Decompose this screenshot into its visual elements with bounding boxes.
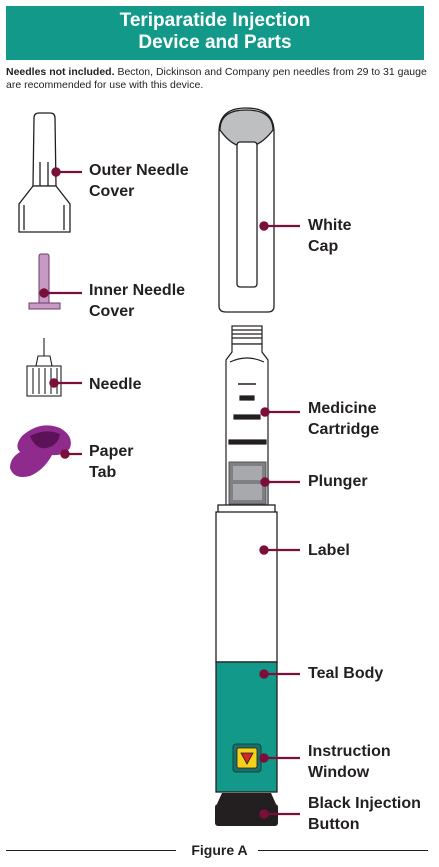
figure-caption-text: Figure A [191, 842, 248, 858]
paper-tab-illustration [10, 425, 71, 477]
label-plunger: Plunger [308, 471, 368, 492]
label-needle-line-1: Needle [89, 376, 142, 393]
label-label-line-1: Label [308, 542, 350, 559]
plunger-illustration [228, 461, 267, 505]
title-line-2: Device and Parts [138, 32, 292, 53]
label-plunger-line-1: Plunger [308, 473, 368, 490]
needle-note-text: Becton, Dickinson and Company pen needle… [6, 66, 427, 91]
needle-note: Needles not included. Becton, Dickinson … [6, 66, 431, 92]
caption-rule-left [6, 850, 176, 851]
figure-caption: Figure A [0, 841, 439, 861]
label-inner-needle-cover: Inner Needle Cover [89, 280, 185, 322]
pen-label-section [215, 504, 278, 663]
label-paper-tab: Paper Tab [89, 441, 133, 483]
white-cap-illustration [218, 107, 275, 313]
caption-rule-right [258, 850, 428, 851]
label-black-injection-button-line-1: Black Injection [308, 795, 421, 812]
label-black-injection-button: Black Injection Button [308, 793, 421, 835]
needle-note-bold: Needles not included. [6, 66, 115, 78]
label-paper-tab-line-1: Paper [89, 443, 134, 460]
label-medicine-cartridge-line-2: Cartridge [308, 421, 380, 438]
label-instruction-window-line-1: Instruction [308, 743, 391, 760]
black-injection-button-illustration [215, 793, 278, 826]
label-paper-tab-line-2: Tab [89, 464, 117, 481]
label-medicine-cartridge-line-1: Medicine [308, 400, 377, 417]
instruction-window-illustration [232, 743, 262, 773]
label-inner-needle-cover-line-2: Cover [89, 303, 135, 320]
label-outer-needle-cover-line-2: Cover [89, 183, 135, 200]
label-instruction-window-line-2: Window [308, 764, 370, 781]
title-banner: Teriparatide Injection Device and Parts [6, 6, 424, 60]
outer-needle-cover-illustration [18, 112, 71, 233]
label-white-cap-line-2: Cap [308, 238, 339, 255]
label-medicine-cartridge: Medicine Cartridge [308, 398, 379, 440]
label-outer-needle-cover: Outer Needle Cover [89, 160, 189, 202]
label-inner-needle-cover-line-1: Inner Needle [89, 282, 186, 299]
label-outer-needle-cover-line-1: Outer Needle [89, 162, 189, 179]
label-black-injection-button-line-2: Button [308, 816, 360, 833]
leader-lines [39, 167, 300, 819]
label-white-cap: White Cap [308, 215, 352, 257]
label-instruction-window: Instruction Window [308, 741, 391, 783]
label-teal-body: Teal Body [308, 663, 383, 684]
title-line-1: Teriparatide Injection [119, 10, 311, 31]
label-needle: Needle [89, 374, 141, 395]
label-label: Label [308, 540, 350, 561]
inner-needle-cover-illustration [28, 253, 61, 310]
needle-illustration [26, 338, 62, 397]
label-teal-body-line-1: Teal Body [308, 665, 384, 682]
label-white-cap-line-1: White [308, 217, 352, 234]
